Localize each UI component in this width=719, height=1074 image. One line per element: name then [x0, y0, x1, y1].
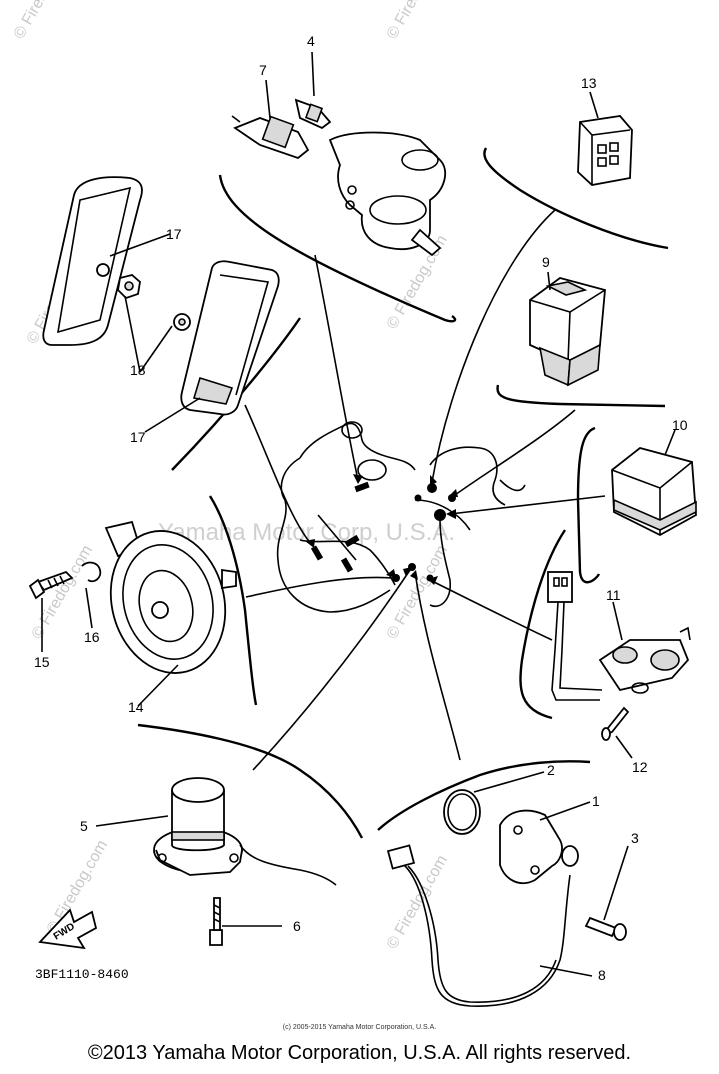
- spark-plug-7: [231, 115, 310, 160]
- callout-5: 5: [80, 818, 88, 834]
- callout-labels: 1 2 3 4 5 6 7 8 9 10 11 12 13 14 15 16 1…: [34, 33, 688, 983]
- callout-4: 4: [307, 33, 315, 49]
- watermark-firedog: © Firedog.com: [384, 542, 451, 642]
- part-code: 3BF1110-8460: [35, 967, 129, 982]
- group-brackets: [137, 147, 669, 839]
- washer-16: [81, 561, 102, 583]
- callout-11: 11: [606, 587, 621, 603]
- callout-14: 14: [128, 699, 144, 715]
- bolt-15: [28, 570, 74, 600]
- switch-4: [294, 98, 332, 130]
- o-ring-2: [443, 789, 481, 835]
- leader-arrows: [244, 209, 606, 771]
- callout-7: 7: [259, 62, 267, 78]
- callout-8: 8: [598, 967, 606, 983]
- callout-17-upper: 17: [166, 226, 182, 242]
- connector-dot: [427, 483, 437, 493]
- coupler-13: [577, 115, 633, 186]
- connector-dot: [414, 494, 422, 502]
- callout-3: 3: [631, 830, 639, 846]
- lead-wire-8: [386, 844, 571, 1007]
- relay-10: [611, 447, 697, 537]
- relay-9: [529, 277, 606, 387]
- nut-18: [117, 274, 141, 300]
- callout-15: 15: [34, 654, 50, 670]
- small-copyright: (c) 2005-2015 Yamaha Motor Corporation, …: [282, 1024, 437, 1031]
- screw-3: [584, 916, 627, 941]
- callout-leaders: [41, 51, 676, 977]
- callout-17-lower: 17: [130, 429, 146, 445]
- callout-6: 6: [293, 918, 301, 934]
- connector-block: [354, 481, 370, 493]
- watermark-firedog: © Firedog.com: [11, 0, 78, 42]
- callout-1: 1: [592, 793, 600, 809]
- main-copyright: ©2013 Yamaha Motor Corporation, U.S.A. A…: [87, 1042, 632, 1064]
- callout-12: 12: [632, 759, 648, 775]
- callout-9: 9: [542, 254, 550, 270]
- reflector-17-lower: [173, 260, 280, 416]
- callout-18: 18: [130, 362, 146, 378]
- callout-16: 16: [84, 629, 100, 645]
- connector-block: [310, 545, 324, 561]
- connector-dot: [434, 509, 446, 521]
- callout-2: 2: [547, 762, 555, 778]
- switch-11: [547, 571, 691, 701]
- bolt-6: [209, 897, 223, 946]
- screw-12: [601, 706, 630, 741]
- watermark-firedog: © Firedog.com: [384, 0, 451, 42]
- fwd-arrow: FWD: [38, 908, 98, 950]
- harness-connectors: [310, 481, 456, 582]
- connector-block: [344, 534, 360, 548]
- sensor-1: [499, 809, 579, 885]
- reflector-17-upper: [42, 176, 143, 346]
- callout-10: 10: [672, 417, 688, 433]
- callout-13: 13: [581, 75, 597, 91]
- thermo-housing: [328, 131, 447, 257]
- connector-block: [340, 557, 354, 573]
- unit-5: [153, 777, 337, 886]
- horn-14: [104, 520, 237, 674]
